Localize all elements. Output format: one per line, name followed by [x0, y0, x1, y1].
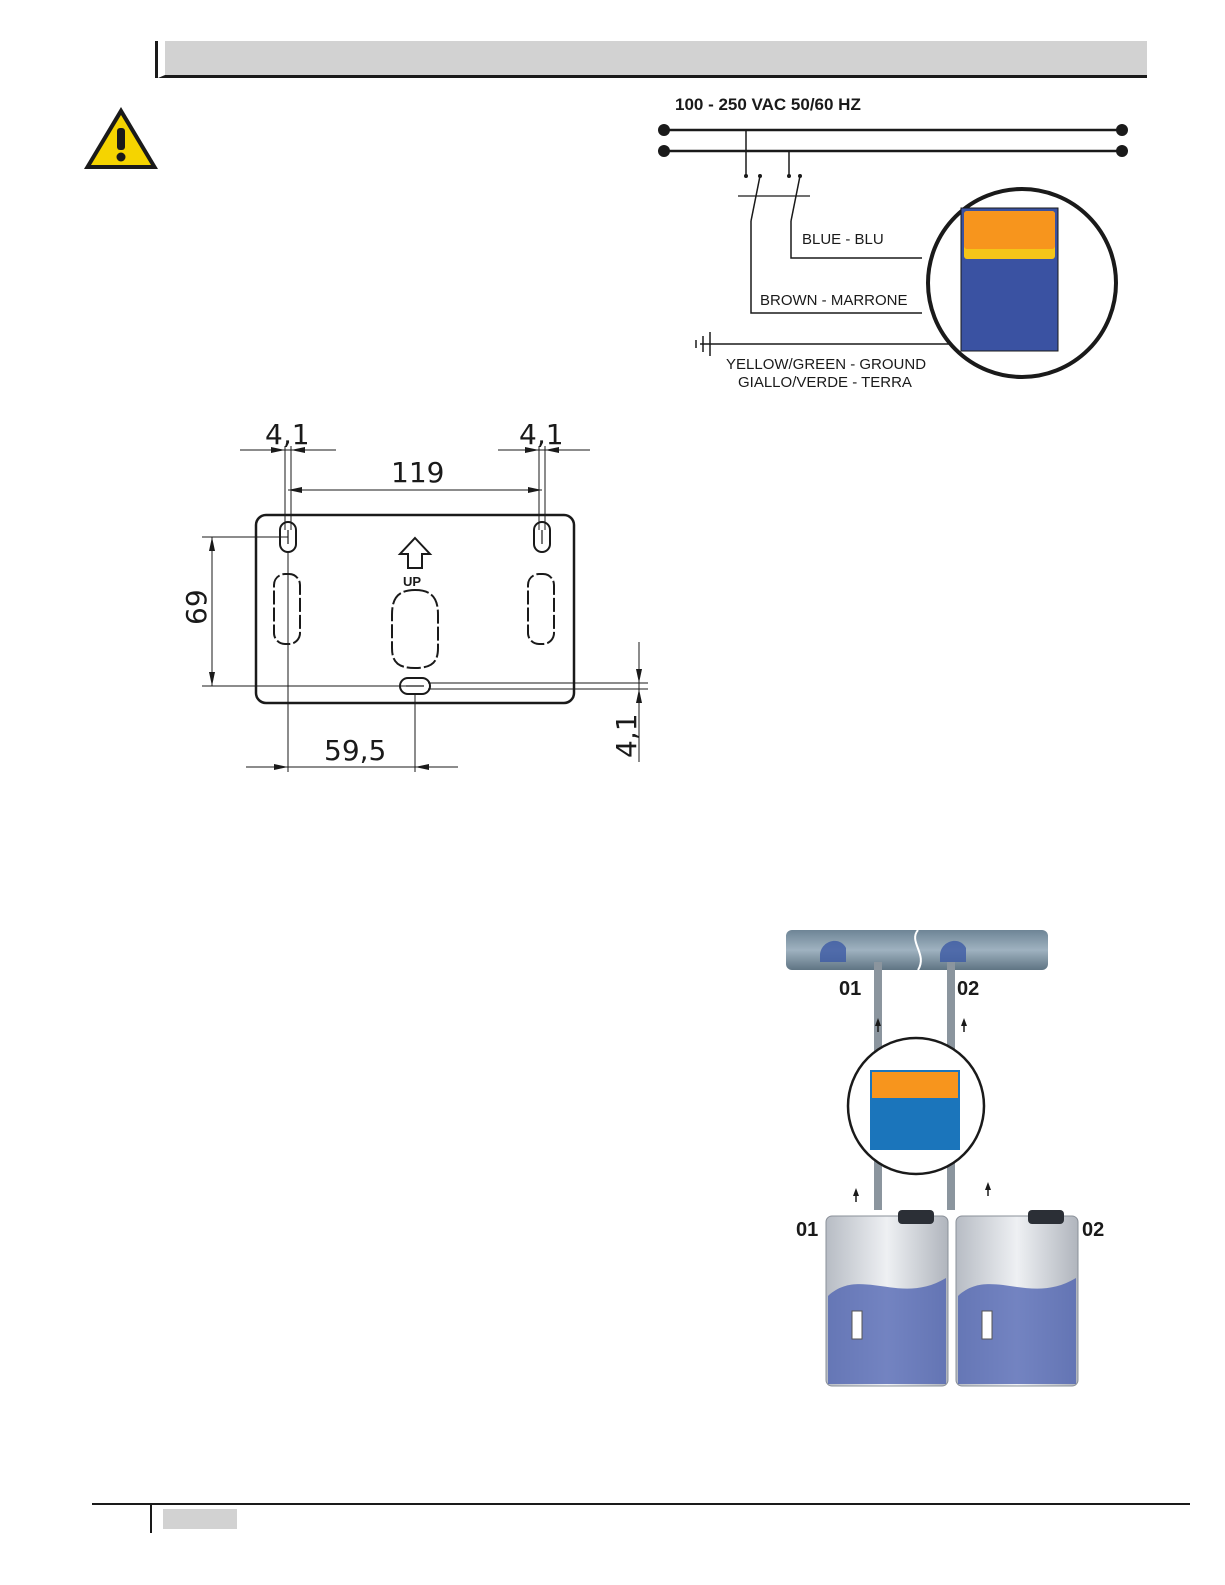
- right-hole-dim: 4,1: [519, 418, 564, 451]
- installation-illustration: 01 02 01 02: [780, 926, 1120, 1396]
- controller-display-orange: [872, 1072, 958, 1098]
- section-header-bar: [158, 41, 1147, 78]
- wiring-diagram: 100 - 250 VAC 50/60 HZ BLUE - BLU BROWN …: [650, 88, 1140, 408]
- mounting-plate-outline: [256, 515, 574, 703]
- footer-rule: [92, 1503, 1190, 1505]
- up-label: UP: [403, 574, 421, 589]
- pipe-label-02: 02: [957, 978, 979, 1000]
- footer-page-tab: [163, 1509, 237, 1529]
- tank-02: [956, 1210, 1078, 1386]
- center-dim: 59,5: [324, 734, 386, 767]
- blue-wire-label: BLUE - BLU: [802, 231, 884, 248]
- footer-divider: [150, 1503, 152, 1533]
- mounting-plate-drawing: UP 4,1 4,1 119 69 59,5 4,1: [170, 410, 650, 780]
- spacing-dim: 119: [391, 456, 444, 489]
- tank-label-01: 01: [796, 1219, 818, 1241]
- up-arrow-icon: [400, 538, 430, 568]
- tank-label-02: 02: [1082, 1219, 1104, 1241]
- ground-wire-label-it: GIALLO/VERDE - TERRA: [738, 374, 912, 391]
- right-slot: [528, 574, 554, 644]
- height-dim: 69: [180, 589, 213, 625]
- brown-wire-label: BROWN - MARRONE: [760, 292, 908, 309]
- center-cutout: [392, 590, 438, 668]
- controller-display: [964, 211, 1055, 249]
- pipe-label-01: 01: [839, 978, 861, 1000]
- ground-wire-label: YELLOW/GREEN - GROUND: [726, 356, 926, 373]
- left-hole-dim: 4,1: [265, 418, 310, 451]
- warning-icon: [82, 104, 160, 172]
- bottom-hole-dim: 4,1: [610, 713, 643, 758]
- voltage-label: 100 - 250 VAC 50/60 HZ: [675, 95, 861, 114]
- left-slot: [274, 574, 300, 644]
- tank-01: [826, 1210, 948, 1386]
